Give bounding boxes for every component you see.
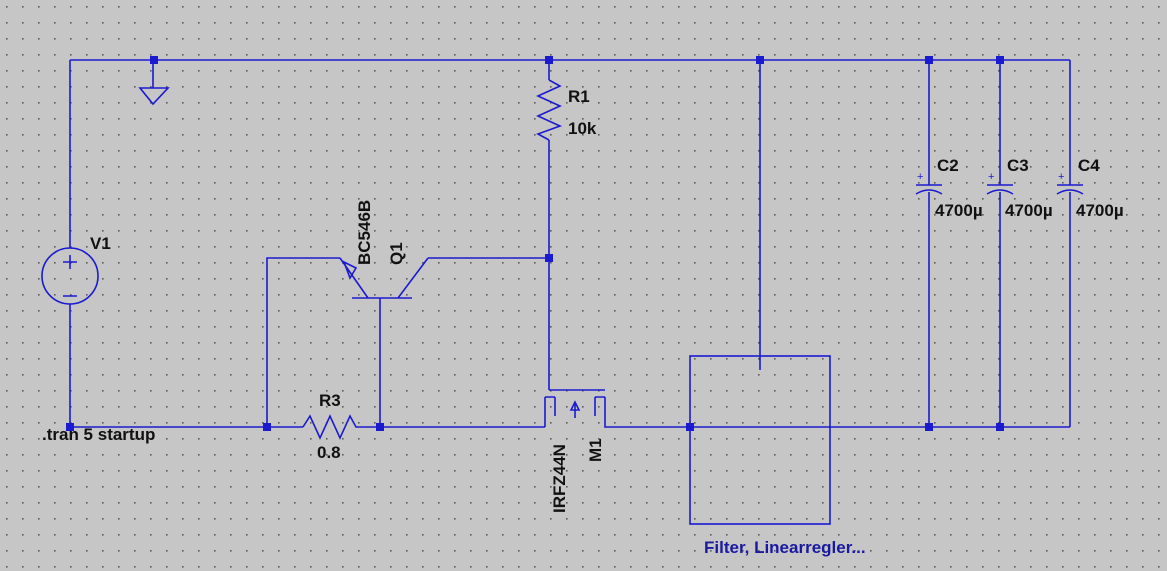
- v1-name: V1: [90, 234, 111, 253]
- r3-resistor[interactable]: R3 0.8: [302, 391, 360, 462]
- junction-dot: [263, 423, 271, 431]
- capacitor-icon: [915, 184, 943, 195]
- q1-emitter-wire[interactable]: [266, 257, 340, 427]
- junction-dot: [996, 423, 1004, 431]
- junction-dot: [925, 56, 933, 64]
- v1-source[interactable]: V1: [41, 234, 111, 305]
- junction-dot: [66, 423, 74, 431]
- c3-value: 4700µ: [1005, 201, 1053, 220]
- junction-dot: [150, 56, 158, 64]
- c4-capacitor[interactable]: + C4 4700µ: [1056, 156, 1124, 220]
- q1-transistor[interactable]: BC546B Q1: [339, 200, 429, 299]
- transistor-collector-lead: [397, 257, 429, 299]
- filter-block-box: [689, 355, 831, 525]
- filter-block[interactable]: Filter, Linearregler...: [689, 355, 866, 557]
- r3-name: R3: [319, 391, 341, 410]
- q1-name: Q1: [387, 242, 406, 265]
- m1-name: M1: [586, 438, 605, 462]
- r1-value: 10k: [568, 119, 597, 138]
- capacitor-plus-icon: +: [917, 171, 923, 183]
- mosfet-plates: [554, 397, 596, 416]
- c3-capacitor[interactable]: + C3 4700µ: [986, 156, 1053, 220]
- c2-capacitor[interactable]: + C2 4700µ: [915, 156, 983, 220]
- m1-mosfet[interactable]: IRFZ44N M1: [544, 389, 605, 513]
- junction-dot: [545, 56, 553, 64]
- m1-source-wire[interactable]: [604, 397, 830, 428]
- c4-value: 4700µ: [1076, 201, 1124, 220]
- mosfet-channel: [544, 396, 605, 427]
- c4-name: C4: [1078, 156, 1100, 175]
- c2-name: C2: [937, 156, 959, 175]
- c2-value: 4700µ: [935, 201, 983, 220]
- mosfet-arrow-icon: [569, 400, 581, 418]
- capacitor-plus-icon: +: [988, 171, 994, 183]
- filter-block-label: Filter, Linearregler...: [704, 538, 866, 557]
- capacitor-icon: [1056, 184, 1084, 195]
- capacitor-icon: [986, 184, 1014, 195]
- c3-name: C3: [1007, 156, 1029, 175]
- ground-icon[interactable]: [138, 60, 170, 106]
- junction-dot: [376, 423, 384, 431]
- m1-model: IRFZ44N: [550, 444, 569, 513]
- junction-dot: [756, 56, 764, 64]
- junction-dot: [545, 254, 553, 262]
- spice-directive[interactable]: .tran 5 startup: [42, 425, 155, 444]
- junctions: [66, 56, 1004, 431]
- r3-value: 0.8: [317, 443, 341, 462]
- r1-name: R1: [568, 87, 590, 106]
- capacitor-plus-icon: +: [1058, 171, 1064, 183]
- junction-dot: [686, 423, 694, 431]
- resistor-icon: [536, 79, 563, 141]
- junction-dot: [925, 423, 933, 431]
- voltage-source-icon: [41, 247, 99, 305]
- r1-resistor[interactable]: R1 10k: [536, 79, 597, 141]
- transistor-arrow-icon: [342, 260, 358, 280]
- resistor-icon: [302, 414, 360, 440]
- q1-model: BC546B: [355, 200, 374, 265]
- junction-dot: [996, 56, 1004, 64]
